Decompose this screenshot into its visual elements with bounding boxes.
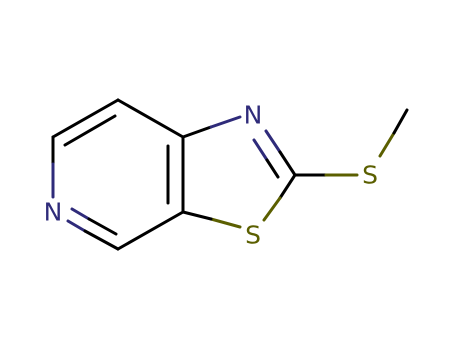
- bond-c2-s1-a: [278, 173, 297, 200]
- bond-n-c7-inner-b: [87, 217, 118, 236]
- bond-c3a-n3-a: [181, 125, 213, 139]
- bond-n-c7-a: [66, 219, 87, 233]
- bond-s-ch3-b: [392, 108, 409, 135]
- bond-s1-c7a-a: [209, 217, 242, 229]
- bond-n3-c2-inner-b: [265, 158, 280, 179]
- bond-s-ch3-a: [378, 131, 396, 158]
- bond-c2-s1-b: [262, 196, 282, 222]
- bond-c4-c3a: [116, 98, 185, 139]
- atom-n-thiazole: N: [244, 101, 263, 130]
- bond-n3-c2-a: [264, 129, 282, 154]
- bond-c7-c7a: [116, 210, 185, 251]
- bond-n-c7-inner-a: [70, 207, 91, 221]
- atom-n-pyridine: N: [44, 198, 63, 227]
- bond-n3-c2-b: [278, 150, 297, 177]
- bond-n-c7-b: [83, 229, 120, 251]
- bond-s1-c7a-b: [181, 210, 213, 221]
- bond-n3-c2-inner-a: [252, 138, 269, 162]
- bond-c3a-n3-b: [209, 115, 242, 129]
- atom-s-methylthio: S: [362, 161, 378, 190]
- bond-c4-c5-inner: [63, 114, 117, 147]
- bond-c4-c5: [51, 98, 120, 139]
- atom-s-ring: S: [245, 221, 261, 250]
